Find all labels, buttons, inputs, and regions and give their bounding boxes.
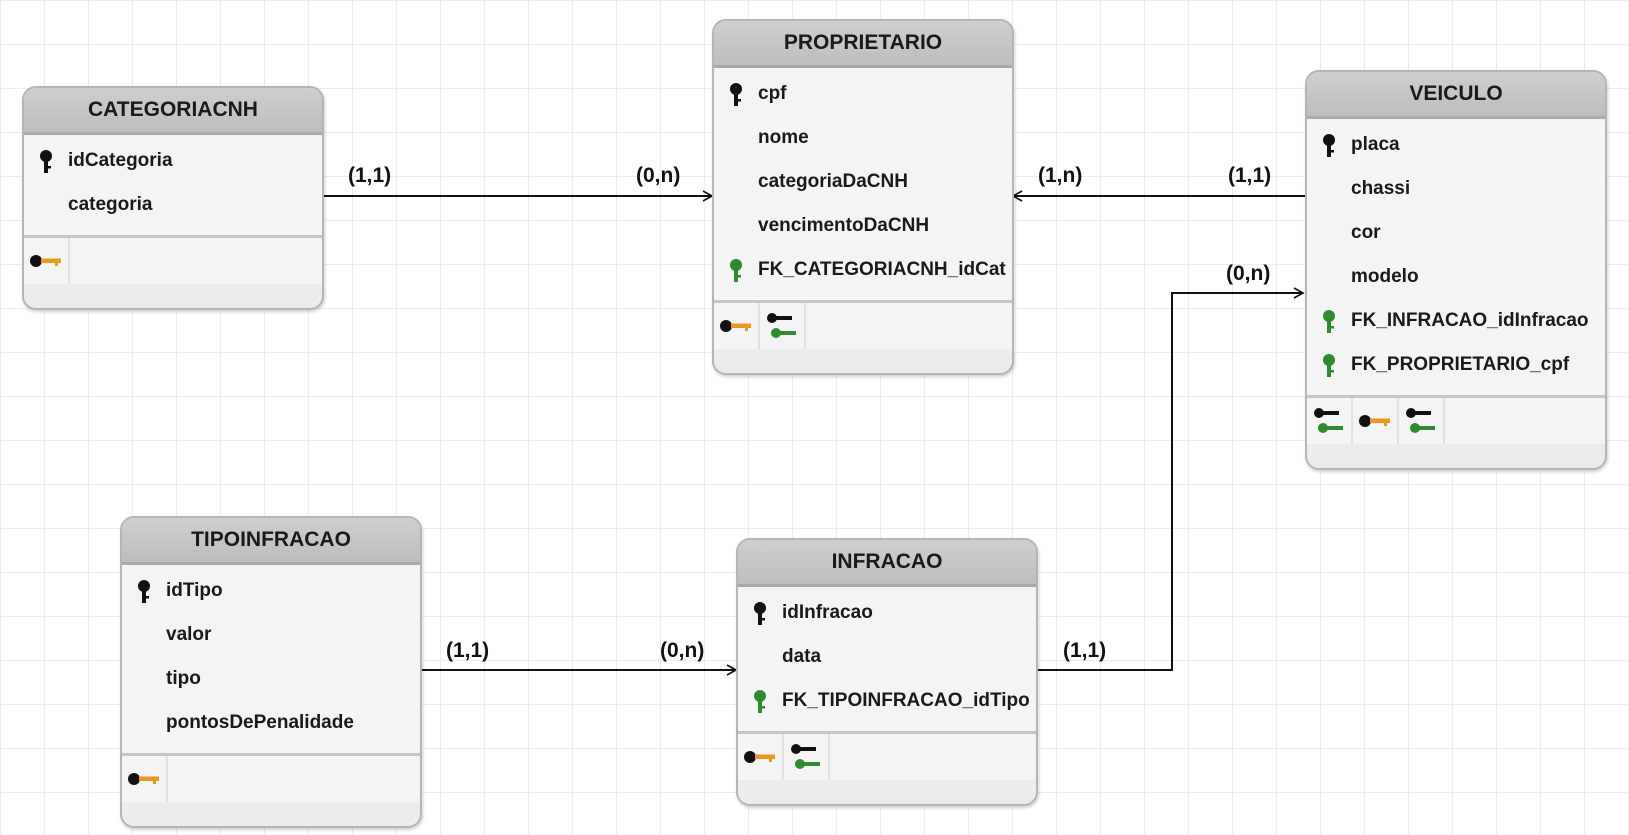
attribute-row[interactable]: tipo bbox=[122, 657, 420, 701]
attribute-row[interactable]: FK_CATEGORIACNH_idCat bbox=[714, 248, 1012, 292]
primary-key-icon bbox=[1323, 134, 1335, 157]
attribute-row[interactable]: idTipo bbox=[122, 569, 420, 613]
attribute-name: FK_PROPRIETARIO_cpf bbox=[1351, 354, 1570, 375]
index-slot[interactable] bbox=[760, 303, 806, 349]
attribute-name: categoriaDaCNH bbox=[758, 171, 908, 192]
attribute-name: pontosDePenalidade bbox=[166, 712, 354, 733]
attribute-name: FK_CATEGORIACNH_idCat bbox=[758, 259, 1006, 280]
attribute-name: data bbox=[782, 646, 822, 667]
entity-tipoinfracao[interactable]: TIPOINFRACAO idTipo valor tipo pontosDeP… bbox=[120, 516, 422, 828]
attribute-row[interactable]: cor bbox=[1307, 211, 1605, 255]
index-slot[interactable] bbox=[738, 734, 784, 780]
attribute-row[interactable]: pontosDePenalidade bbox=[122, 701, 420, 745]
attribute-name: FK_TIPOINFRACAO_idTipo bbox=[782, 690, 1030, 711]
primary-key-icon bbox=[40, 150, 52, 173]
entity-title: VEICULO bbox=[1307, 72, 1605, 119]
primary-index-icon bbox=[744, 751, 775, 763]
foreign-key-icon bbox=[1323, 310, 1335, 333]
attribute-row[interactable]: idCategoria bbox=[24, 139, 322, 183]
cardinality-label: (1,1) bbox=[1228, 164, 1272, 187]
attribute-name: valor bbox=[166, 624, 212, 645]
cardinality-label: (0,n) bbox=[636, 164, 681, 187]
attribute-row[interactable]: modelo bbox=[1307, 255, 1605, 299]
attribute-row[interactable]: FK_TIPOINFRACAO_idTipo bbox=[738, 679, 1036, 723]
attribute-name: vencimentoDaCNH bbox=[758, 215, 930, 236]
attribute-name: idCategoria bbox=[68, 150, 173, 171]
primary-key-icon bbox=[730, 83, 742, 106]
entity-title: CATEGORIACNH bbox=[24, 88, 322, 135]
cardinality-label: (0,n) bbox=[1226, 262, 1271, 285]
index-slot[interactable] bbox=[1399, 398, 1445, 444]
foreign-key-icon bbox=[754, 690, 766, 713]
attribute-row[interactable]: FK_INFRACAO_idInfracao bbox=[1307, 299, 1605, 343]
entity-categoriacnh[interactable]: CATEGORIACNH idCategoria categoria bbox=[22, 86, 324, 310]
attribute-row[interactable]: data bbox=[738, 635, 1036, 679]
index-slot[interactable] bbox=[714, 303, 760, 349]
attribute-name: cor bbox=[1351, 222, 1381, 243]
cardinality-label: (1,1) bbox=[1063, 639, 1107, 662]
attribute-row[interactable]: categoria bbox=[24, 183, 322, 227]
attribute-name: tipo bbox=[166, 668, 201, 689]
primary-index-icon bbox=[720, 320, 751, 332]
attribute-name: cpf bbox=[758, 83, 787, 104]
foreign-index-icon bbox=[791, 744, 820, 769]
foreign-index-icon bbox=[767, 313, 796, 338]
index-slot[interactable] bbox=[1353, 398, 1399, 444]
primary-index-icon bbox=[128, 773, 159, 785]
foreign-index-icon bbox=[1314, 408, 1343, 433]
primary-index-icon bbox=[1359, 415, 1390, 427]
entity-proprietario[interactable]: PROPRIETARIO cpf nome categoriaDaCNH ven… bbox=[712, 19, 1014, 375]
attribute-name: idTipo bbox=[166, 580, 223, 601]
index-slot[interactable] bbox=[784, 734, 830, 780]
attribute-row[interactable]: vencimentoDaCNH bbox=[714, 204, 1012, 248]
attribute-row[interactable]: valor bbox=[122, 613, 420, 657]
attribute-name: idInfracao bbox=[782, 602, 873, 623]
entity-title: INFRACAO bbox=[738, 540, 1036, 587]
attribute-name: placa bbox=[1351, 134, 1400, 155]
index-slot[interactable] bbox=[1307, 398, 1353, 444]
entity-title: TIPOINFRACAO bbox=[122, 518, 420, 565]
entity-title: PROPRIETARIO bbox=[714, 21, 1012, 68]
foreign-key-icon bbox=[1323, 354, 1335, 377]
primary-key-icon bbox=[138, 580, 150, 603]
foreign-key-icon bbox=[730, 259, 742, 282]
primary-key-icon bbox=[754, 602, 766, 625]
attribute-row[interactable]: placa bbox=[1307, 123, 1605, 167]
index-slot[interactable] bbox=[122, 756, 168, 802]
index-slot[interactable] bbox=[24, 238, 70, 284]
cardinality-label: (0,n) bbox=[660, 639, 705, 662]
attribute-row[interactable]: chassi bbox=[1307, 167, 1605, 211]
primary-index-icon bbox=[30, 255, 61, 267]
cardinality-label: (1,1) bbox=[348, 164, 392, 187]
edge-infracao-veiculo[interactable] bbox=[1036, 287, 1305, 671]
cardinality-label: (1,1) bbox=[446, 639, 490, 662]
attribute-row[interactable]: cpf bbox=[714, 72, 1012, 116]
attribute-name: nome bbox=[758, 127, 809, 148]
entity-veiculo[interactable]: VEICULO placa chassi cor modelo FK_INFRA… bbox=[1305, 70, 1607, 470]
attribute-row[interactable]: categoriaDaCNH bbox=[714, 160, 1012, 204]
attribute-row[interactable]: FK_PROPRIETARIO_cpf bbox=[1307, 343, 1605, 387]
foreign-index-icon bbox=[1406, 408, 1435, 433]
entity-infracao[interactable]: INFRACAO idInfracao data FK_TIPOINFRACAO… bbox=[736, 538, 1038, 806]
cardinality-label: (1,n) bbox=[1038, 164, 1083, 187]
attribute-name: categoria bbox=[68, 194, 153, 215]
attribute-row[interactable]: idInfracao bbox=[738, 591, 1036, 635]
attribute-name: FK_INFRACAO_idInfracao bbox=[1351, 310, 1589, 331]
attribute-name: chassi bbox=[1351, 178, 1411, 199]
attribute-name: modelo bbox=[1351, 266, 1419, 287]
attribute-row[interactable]: nome bbox=[714, 116, 1012, 160]
